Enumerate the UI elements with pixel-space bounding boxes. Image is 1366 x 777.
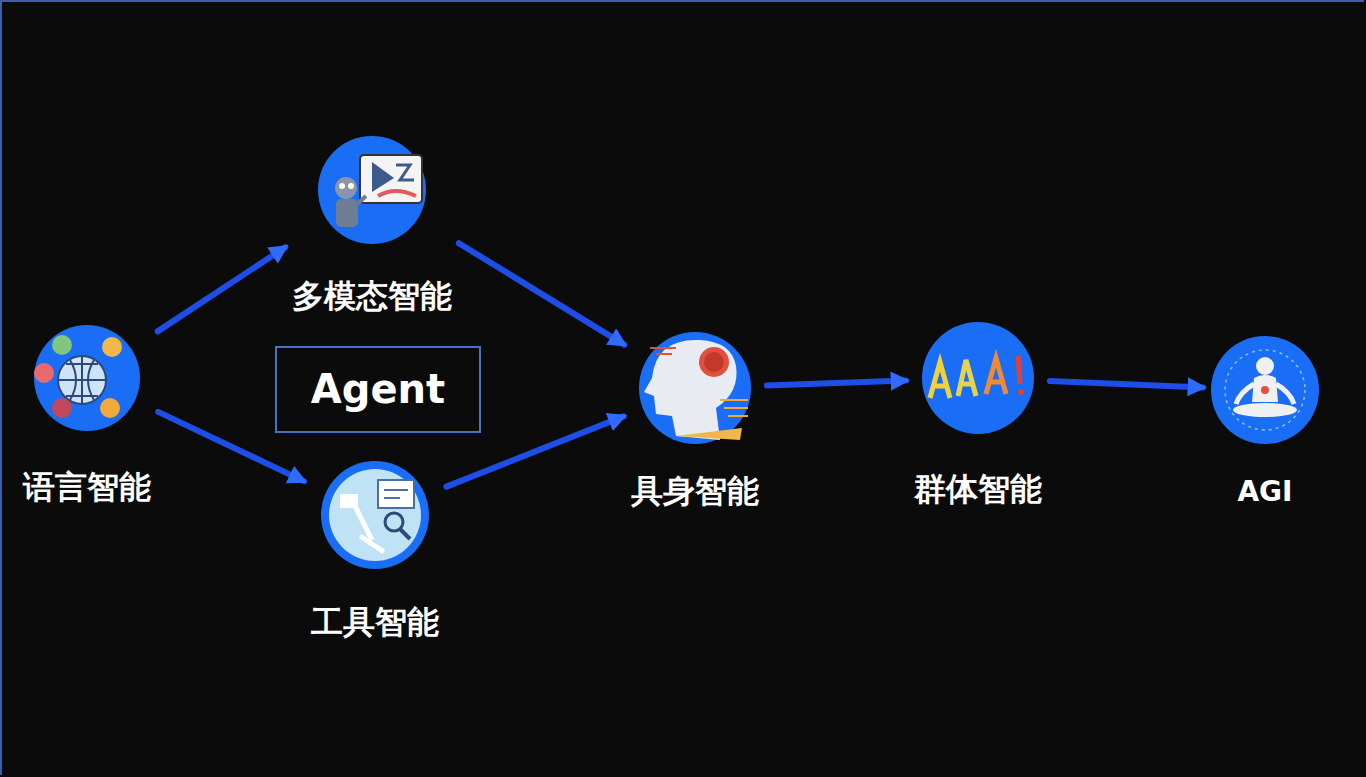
flow-arrow bbox=[158, 247, 286, 331]
swarm-icon bbox=[922, 322, 1034, 434]
node-label: Agent bbox=[311, 367, 445, 411]
tool-node: 工具智能 bbox=[311, 461, 439, 640]
language-icon bbox=[34, 325, 140, 431]
embodied-icon bbox=[639, 332, 751, 444]
multimodal-icon bbox=[318, 136, 426, 244]
language-node: 语言智能 bbox=[23, 325, 151, 505]
node-label: 多模态智能 bbox=[292, 279, 452, 314]
flow-arrow bbox=[767, 381, 906, 386]
multimodal-node: 多模态智能 bbox=[292, 136, 452, 314]
flow-arrow bbox=[1050, 381, 1203, 387]
embodied-node: 具身智能 bbox=[631, 332, 759, 509]
icon-slot bbox=[639, 332, 751, 444]
swarm-node: 群体智能 bbox=[914, 322, 1042, 507]
icon-slot bbox=[318, 136, 426, 244]
icon-slot bbox=[321, 461, 429, 569]
node-label: 群体智能 bbox=[914, 472, 1042, 507]
tool-icon bbox=[321, 461, 429, 569]
flow-arrow bbox=[459, 243, 624, 344]
node-label: 工具智能 bbox=[311, 605, 439, 640]
agent-box: Agent bbox=[275, 346, 481, 433]
node-label: 语言智能 bbox=[23, 470, 151, 505]
agi-node: AGI bbox=[1211, 336, 1319, 508]
icon-slot bbox=[922, 322, 1034, 434]
node-label: 具身智能 bbox=[631, 474, 759, 509]
agi-icon bbox=[1211, 336, 1319, 444]
node-label: AGI bbox=[1237, 477, 1292, 508]
icon-slot bbox=[34, 325, 140, 431]
icon-slot bbox=[1211, 336, 1319, 444]
